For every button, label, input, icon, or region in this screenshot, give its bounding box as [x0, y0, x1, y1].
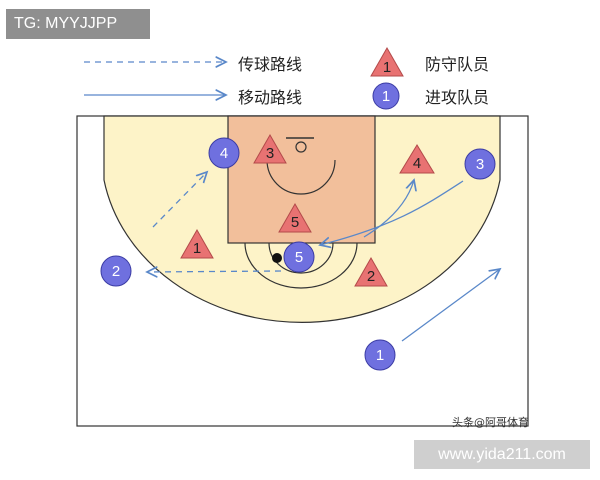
attacker-marker [283, 241, 315, 273]
move-route-label: 移动路线 [238, 88, 303, 107]
defender-legend-icon [370, 46, 404, 77]
basket [295, 141, 307, 153]
defender-number: 4 [413, 155, 421, 172]
free-throw-circle [268, 242, 334, 274]
source-watermark: 头条@阿哥体育 [452, 416, 529, 429]
attacker-marker [208, 137, 240, 169]
defender-number: 3 [266, 145, 274, 162]
attacker-legend-number: 1 [382, 88, 390, 105]
attacker-number: 1 [376, 347, 384, 364]
attacker-number: 3 [476, 156, 484, 173]
site-watermark-badge: www.yida211.com [414, 440, 590, 469]
attacker-marker [464, 148, 496, 180]
defender-number: 1 [193, 240, 201, 257]
move-route-arrow [320, 180, 464, 245]
restricted-arc [244, 242, 358, 289]
attacker-number: 4 [220, 145, 228, 162]
watermark-badge: TG: MYYJJPP [6, 9, 150, 39]
attacker-label: 进攻队员 [425, 88, 490, 107]
basketball-icon [272, 253, 282, 263]
defender-legend-number: 1 [383, 59, 391, 76]
move-route-arrow [401, 269, 500, 342]
defender-marker [278, 202, 312, 233]
defender-number: 5 [291, 214, 299, 231]
defender-marker [354, 256, 388, 287]
defender-marker [180, 228, 214, 259]
defender-marker [399, 144, 435, 174]
attacker-number: 5 [295, 249, 303, 266]
attacker-marker [100, 255, 132, 287]
pass-route-arrow [147, 271, 282, 272]
defender-label: 防守队员 [425, 55, 490, 74]
attacker-legend-icon [372, 82, 400, 110]
move-route-arrow [363, 180, 414, 238]
attacker-marker [364, 339, 396, 371]
pass-route-label: 传球路线 [238, 55, 303, 74]
pass-route-arrow [152, 172, 207, 228]
defender-marker [253, 133, 287, 164]
paint-arc [266, 159, 336, 195]
attacker-number: 2 [112, 263, 120, 280]
defender-number: 2 [367, 268, 375, 285]
